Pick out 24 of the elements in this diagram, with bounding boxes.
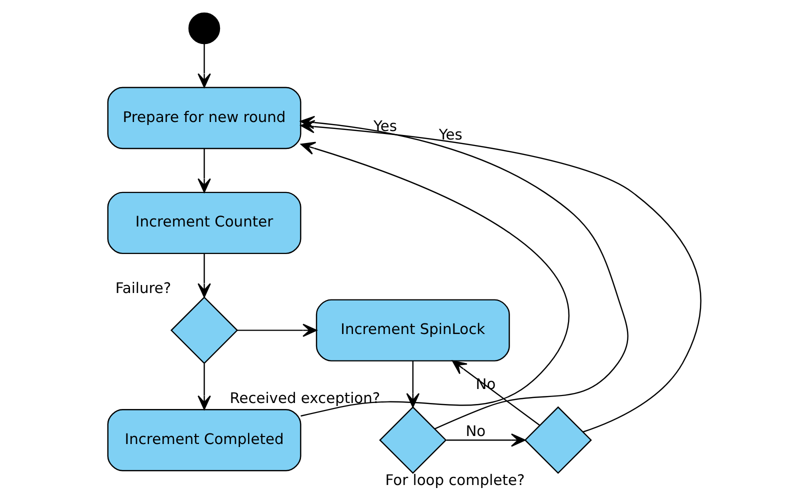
node-box: Increment Completed: [106, 409, 301, 472]
node-diamond: [524, 406, 592, 474]
node-circle: [188, 12, 220, 44]
arrow: [197, 254, 210, 298]
node-diamond: [170, 296, 238, 364]
arrow: [300, 142, 569, 417]
arrow: [300, 120, 701, 432]
node-label: Received exception?: [229, 390, 380, 408]
edge-label: Yes: [438, 126, 462, 144]
node-box: Increment Counter: [106, 192, 301, 254]
node-box: Increment SpinLock: [315, 299, 510, 362]
edge-label: Yes: [372, 118, 397, 135]
arrow: [236, 324, 317, 337]
edge-label: No: [465, 422, 486, 440]
node-label: Failure?: [114, 280, 171, 298]
node-diamond: [378, 406, 446, 474]
arrow: [197, 44, 210, 88]
arrow: [406, 360, 420, 408]
arrow: [451, 360, 540, 426]
node-label: For loop complete?: [384, 472, 524, 489]
arrow: [197, 148, 210, 193]
arrow: [197, 364, 210, 410]
arrow: [446, 433, 526, 447]
node-box: Prepare for new round: [106, 86, 301, 150]
